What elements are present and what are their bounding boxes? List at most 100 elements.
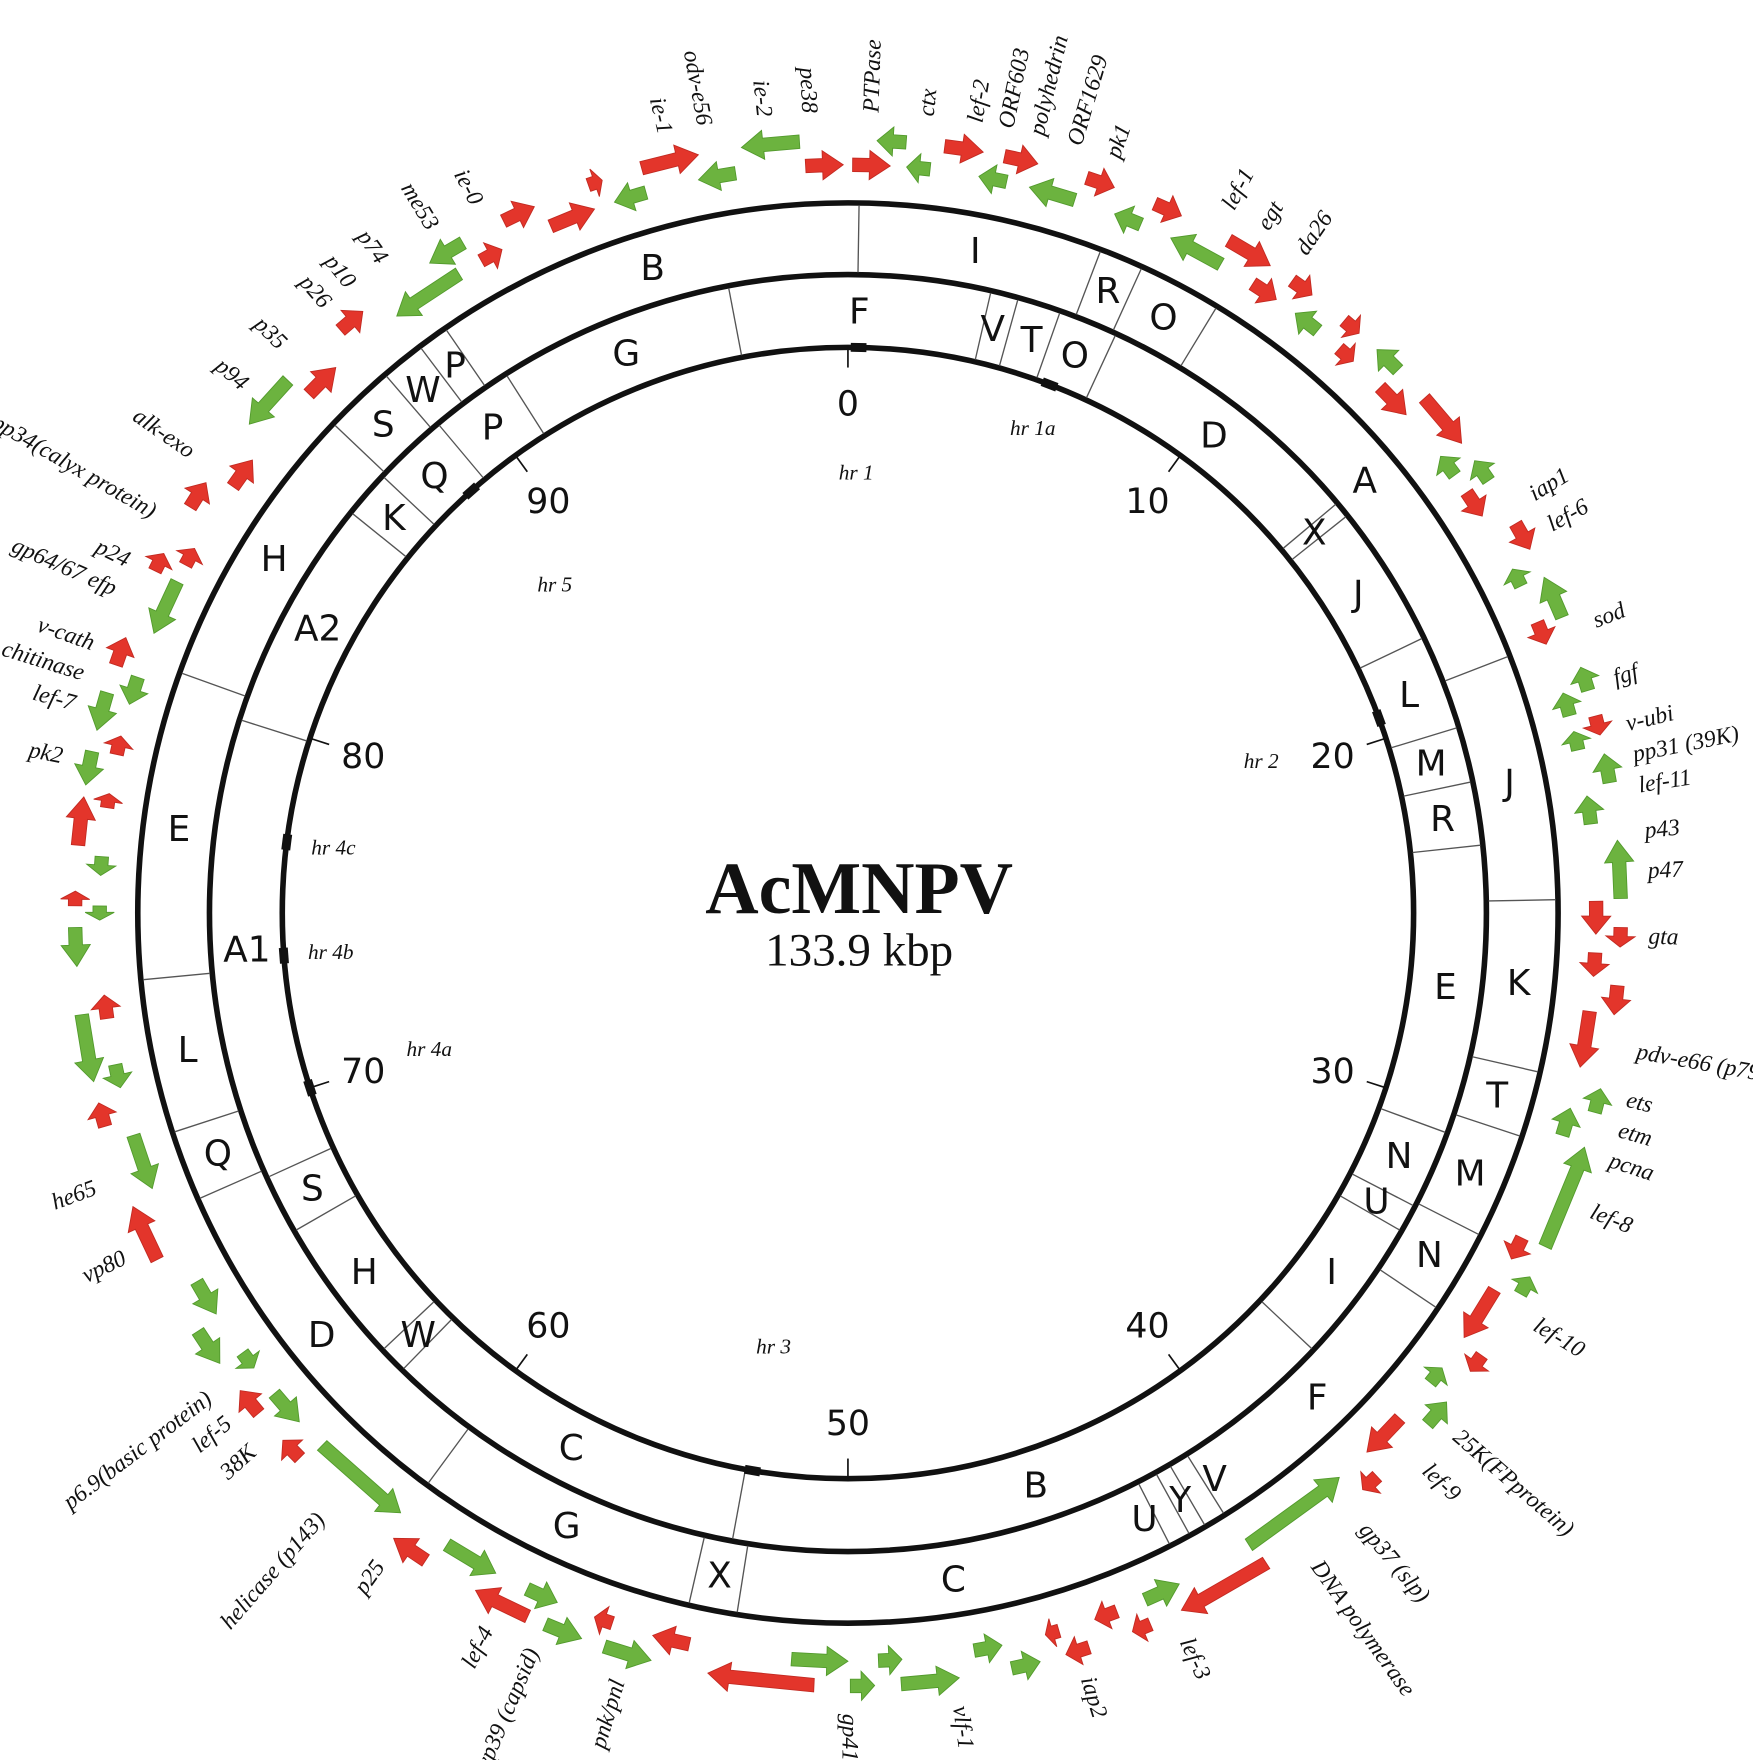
hr-marker [278,947,289,964]
outer-fragment-label: N [1416,1235,1443,1276]
hr-label: hr 3 [756,1335,791,1359]
middle-circle [206,271,1490,1555]
gene-label: p94 [208,352,253,396]
gene-label: lef-6 [1543,494,1594,538]
reverse-orf-arrow [316,1440,402,1514]
forward-orf-arrow [183,482,211,512]
outer-divider [1455,1114,1521,1137]
outer-fragment-label: X [707,1555,732,1596]
forward-orf-arrow [93,793,123,810]
reverse-orf-arrow [972,1633,1003,1664]
gene-label: ets [1624,1087,1656,1118]
gene-label: me53 [395,178,444,235]
forward-orf-arrow [1366,1413,1406,1453]
inner-fragment-label: F [849,291,870,332]
forward-orf-arrow [1151,194,1183,224]
forward-orf-arrow [1360,1470,1383,1494]
reverse-orf-arrow [1114,205,1144,235]
inner-divider [1036,312,1061,378]
forward-orf-arrow [585,168,603,197]
reverse-orf-arrow [84,905,115,921]
outer-divider [1138,1483,1170,1545]
inner-divider [383,477,435,525]
hr-label: hr 4a [407,1037,453,1061]
outer-divider [420,347,463,403]
outer-fragment-label: F [1307,1378,1328,1419]
reverse-orf-arrow [1550,1107,1581,1138]
gene-label: pe38 [794,65,822,114]
inner-fragment-label: W [400,1315,435,1356]
outer-circle [134,200,1561,1627]
outer-fragment-label: V [1202,1459,1227,1500]
forward-orf-arrow [652,1625,692,1656]
tick-mark [1167,1353,1182,1372]
outer-divider [1156,1474,1190,1534]
gene-label: iap1 [1525,463,1574,507]
gene-label: alk-exo [128,403,200,464]
inner-fragment-label: R [1430,799,1455,840]
outer-fragment-label: K [1507,963,1532,1004]
reverse-orf-arrow [1592,753,1623,785]
gene-label: 38K [214,1438,262,1485]
inner-fragment-label: K [382,498,407,539]
reverse-orf-arrow [87,690,118,732]
forward-orf-arrow [1569,1010,1600,1068]
reverse-orf-arrow [542,1616,583,1646]
outer-divider [1488,899,1556,902]
outer-fragment-label: W [405,370,440,411]
reverse-orf-arrow [790,1645,849,1677]
outer-fragment-label: J [1502,763,1515,804]
hr-label: hr 1 [839,461,874,485]
outer-divider [385,375,431,428]
inner-fragment-label: P [482,407,504,448]
gene-label: vp80 [78,1245,131,1288]
forward-orf-arrow [1044,1618,1062,1647]
tick-mark [1366,1080,1387,1089]
reverse-orf-arrow [248,375,294,425]
inner-divider [1359,637,1423,669]
gene-label: iap2 [1075,1673,1112,1721]
outer-fragment-label: I [970,231,981,272]
outer-fragment-label: E [168,809,191,850]
hr-label: hr 4c [311,836,356,860]
genome-title: AcMNPV [705,847,1013,929]
tick-mark [1167,454,1182,473]
inner-divider [731,1471,746,1539]
gene-label: lef-2 [963,78,996,125]
forward-orf-arrow [1526,619,1556,645]
hr-marker [303,1079,317,1097]
gene-label: lef-10 [1529,1313,1590,1364]
forward-orf-arrow [943,133,984,164]
forward-orf-arrow [1418,393,1463,444]
forward-orf-arrow [281,1439,306,1464]
gene-label: etm [1615,1118,1655,1152]
reverse-orf-arrow [85,855,118,876]
gene-label: p74 [350,223,393,269]
reverse-orf-arrow [442,1538,497,1577]
gene-label: p35 [247,310,292,355]
reverse-orf-arrow [429,236,467,265]
forward-orf-arrow [474,1587,532,1624]
forward-orf-arrow [1248,277,1277,304]
inner-fragment-label: O [1061,336,1089,377]
outer-fragment-label: D [308,1315,336,1356]
inner-divider [1352,1173,1414,1207]
outer-divider [736,1545,749,1613]
hr-marker [1040,377,1059,392]
forward-orf-arrow [238,1390,265,1419]
hr-label: hr 1a [1010,416,1056,440]
reverse-orf-arrow [906,152,932,184]
reverse-orf-arrow [73,1013,105,1083]
forward-orf-arrow [1463,1285,1501,1339]
gene-label: ctx [914,87,943,117]
tick-mark [514,1353,528,1372]
tick-label: 50 [826,1404,870,1444]
outer-fragment-label: A [1353,460,1378,501]
forward-orf-arrow [1065,1635,1092,1666]
reverse-orf-arrow [60,927,92,968]
forward-orf-arrow [1581,713,1613,736]
outer-divider [1075,251,1101,315]
gene-label: da26 [1290,206,1338,260]
inner-fragment-label: Q [420,456,448,497]
inner-divider [1340,1195,1400,1231]
